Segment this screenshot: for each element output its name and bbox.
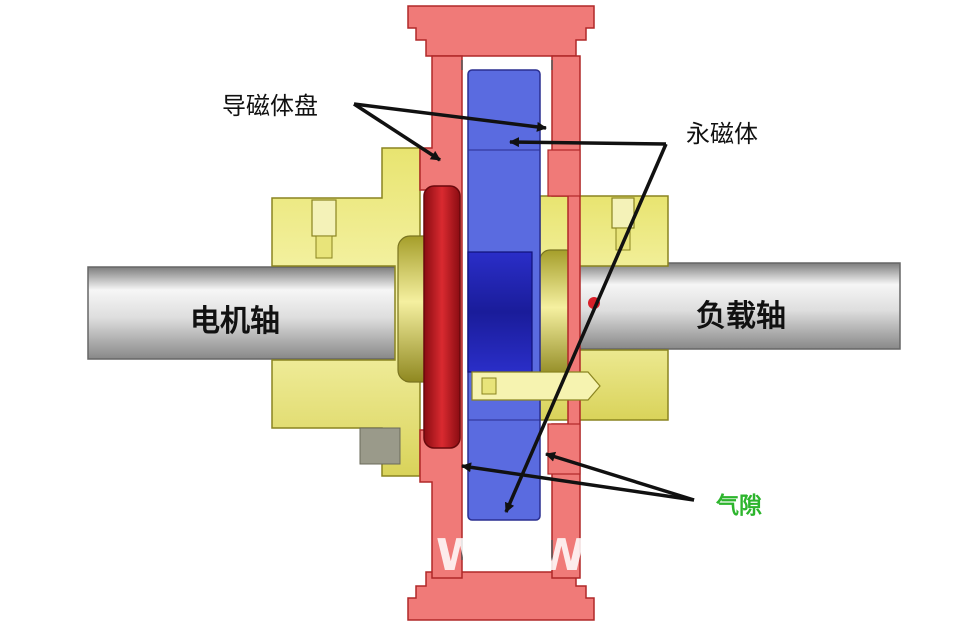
bottom-flange <box>407 571 595 621</box>
arrow-air-gap-left <box>461 462 695 502</box>
gap-ticks-bottom <box>461 540 553 560</box>
arrow-magnet-bottom <box>504 143 668 513</box>
motor-shaft <box>87 266 419 360</box>
flux-disc-label: 导磁体盘 <box>222 92 318 120</box>
load-shaft-label: 负载轴 <box>696 299 786 334</box>
motor-shaft-label: 电机轴 <box>190 304 280 339</box>
rotor-disc <box>423 185 461 449</box>
magnet-core <box>467 251 533 373</box>
key-slot-notch <box>481 377 497 395</box>
arrow-magnet-top <box>509 137 667 148</box>
load-shaft <box>559 262 901 350</box>
left-set-screw <box>311 199 337 237</box>
right-flux-disc-upper-step <box>547 149 581 197</box>
left-hub-shade <box>359 427 401 465</box>
watermark: WWW. <box>436 530 603 581</box>
arrow-flux-disc-right <box>353 102 547 132</box>
right-flux-disc-lower-step <box>547 423 581 475</box>
gap-ticks-top <box>461 60 553 70</box>
arrow-air-gap-right <box>545 451 695 502</box>
air-gap-label: 气隙 <box>716 493 762 519</box>
arrow-flux-disc-left <box>353 102 441 162</box>
left-set-screw-tip <box>315 235 333 259</box>
permanent-magnet-label: 永磁体 <box>686 120 758 148</box>
top-flange <box>407 5 595 57</box>
